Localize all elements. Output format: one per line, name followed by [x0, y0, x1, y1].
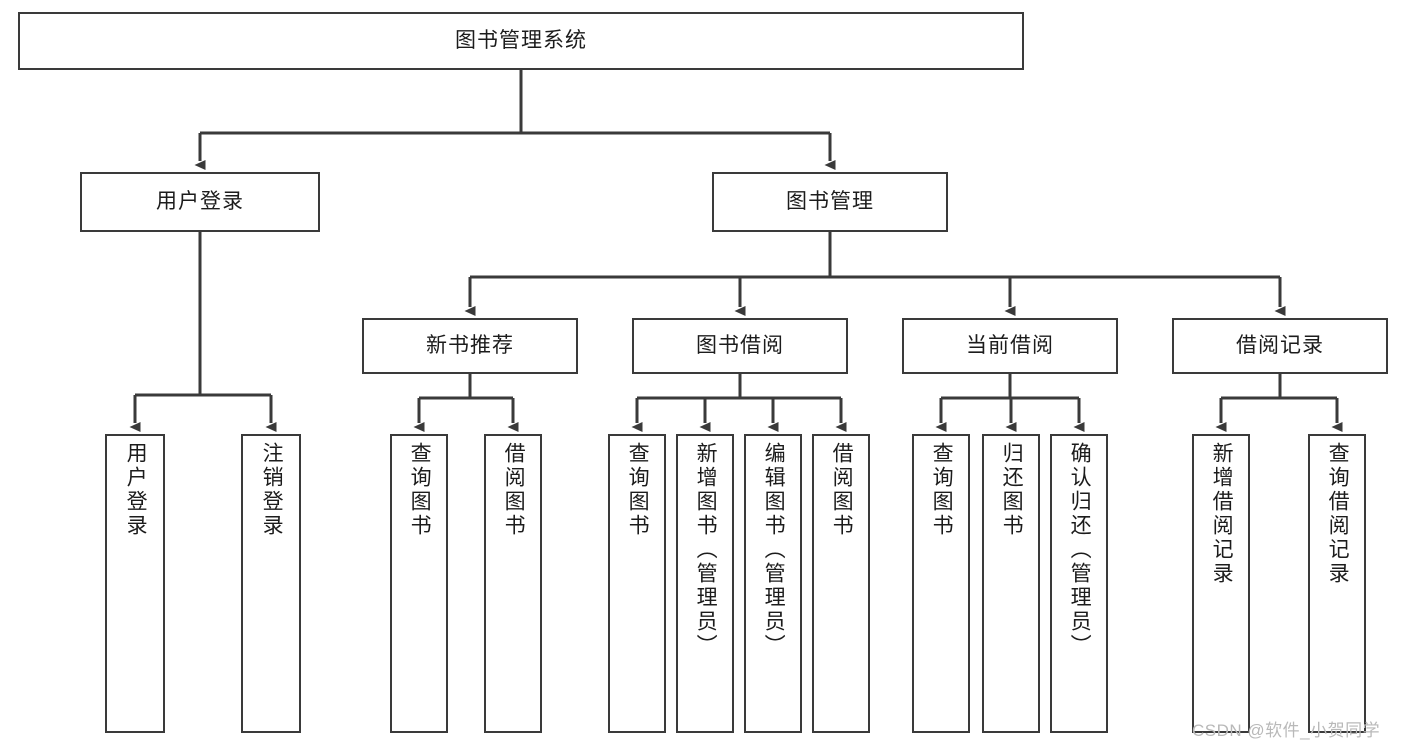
- leaf-node[interactable]: 编辑图书（管理员）: [744, 434, 802, 733]
- leaf-node[interactable]: 借阅图书: [812, 434, 870, 733]
- leaf-node[interactable]: 确认归还（管理员）: [1050, 434, 1108, 733]
- leaf-node[interactable]: 注销登录: [241, 434, 301, 733]
- leaf-label: 归还图书: [1000, 442, 1024, 538]
- leaf-label: 新增借阅记录: [1210, 442, 1234, 586]
- leaf-label: 用户登录: [124, 442, 148, 538]
- node-book-borrow[interactable]: 图书借阅: [632, 318, 848, 374]
- leaf-node[interactable]: 用户登录: [105, 434, 165, 733]
- leaf-node[interactable]: 归还图书: [982, 434, 1040, 733]
- leaf-node[interactable]: 查询借阅记录: [1308, 434, 1366, 733]
- leaf-label: 确认归还（管理员）: [1068, 442, 1092, 658]
- node-new-book-recommend[interactable]: 新书推荐: [362, 318, 578, 374]
- leaf-label: 查询借阅记录: [1326, 442, 1350, 586]
- leaf-node[interactable]: 新增图书（管理员）: [676, 434, 734, 733]
- leaf-node[interactable]: 新增借阅记录: [1192, 434, 1250, 733]
- leaf-node[interactable]: 查询图书: [912, 434, 970, 733]
- leaf-node[interactable]: 查询图书: [390, 434, 448, 733]
- leaf-label: 新增图书（管理员）: [694, 442, 718, 658]
- leaf-label: 查询图书: [408, 442, 432, 538]
- node-root[interactable]: 图书管理系统: [18, 12, 1024, 70]
- node-current-borrow[interactable]: 当前借阅: [902, 318, 1118, 374]
- node-borrow-record[interactable]: 借阅记录: [1172, 318, 1388, 374]
- leaf-node[interactable]: 借阅图书: [484, 434, 542, 733]
- leaf-label: 查询图书: [626, 442, 650, 538]
- leaf-label: 借阅图书: [830, 442, 854, 538]
- node-user-login[interactable]: 用户登录: [80, 172, 320, 232]
- leaf-label: 编辑图书（管理员）: [762, 442, 786, 658]
- leaf-node[interactable]: 查询图书: [608, 434, 666, 733]
- node-book-management[interactable]: 图书管理: [712, 172, 948, 232]
- leaf-label: 注销登录: [260, 442, 284, 538]
- watermark-text: CSDN @软件_小贺同学: [1192, 721, 1381, 740]
- leaf-label: 借阅图书: [502, 442, 526, 538]
- leaf-label: 查询图书: [930, 442, 954, 538]
